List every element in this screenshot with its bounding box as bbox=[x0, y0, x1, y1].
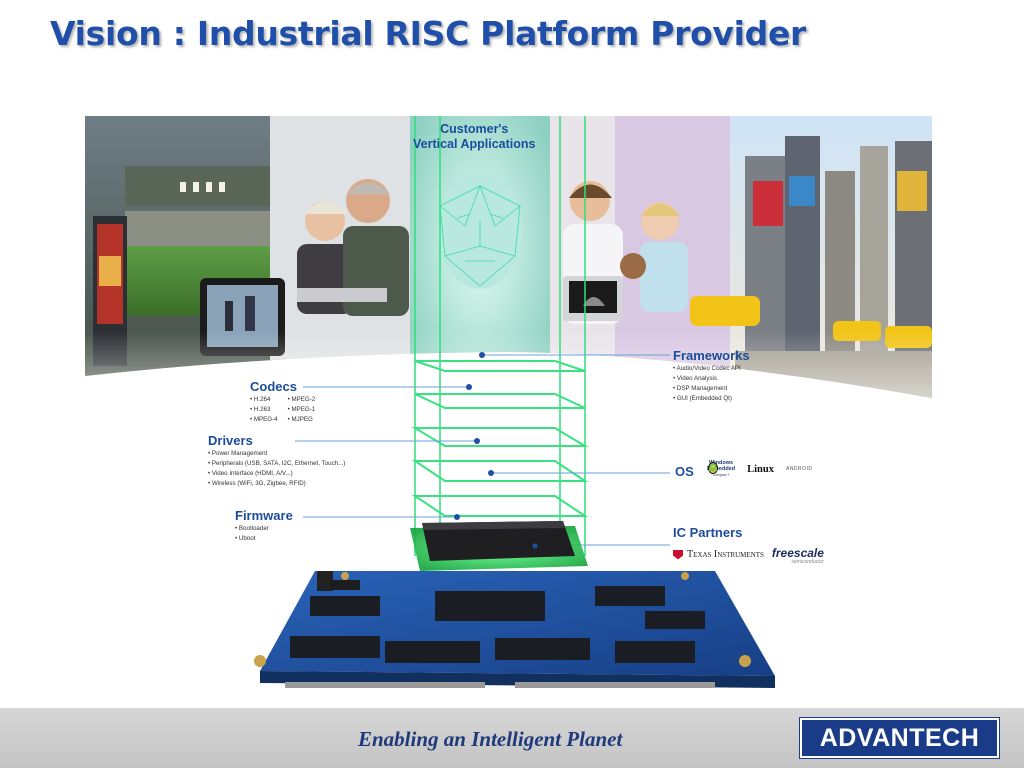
center-label: Customer's Vertical Applications bbox=[413, 122, 536, 152]
linux-logo: Linux bbox=[708, 462, 774, 475]
ti-icon bbox=[673, 549, 683, 560]
codec-item: MJPEG bbox=[288, 415, 316, 425]
windows-line3: Compact 7 bbox=[712, 473, 730, 477]
frameworks-block: Frameworks Audio/Video Codec API Video A… bbox=[673, 348, 750, 404]
codecs-col2: MPEG-2 MPEG-1 MJPEG bbox=[288, 395, 316, 425]
codec-item: H.264 bbox=[250, 395, 278, 405]
drivers-block: Drivers Power Management Peripherals (US… bbox=[208, 433, 345, 489]
main-chip bbox=[410, 521, 588, 571]
circuit-board bbox=[254, 571, 775, 688]
codec-item: MPEG-1 bbox=[288, 405, 316, 415]
drivers-item: Power Management bbox=[208, 449, 345, 459]
frameworks-item: Video Analysis bbox=[673, 374, 750, 384]
frameworks-item: GUI (Embedded Qt) bbox=[673, 394, 750, 404]
connector-lines bbox=[295, 354, 670, 546]
os-logos: Windows Embedded Compact 7 Linux ANDROID bbox=[707, 460, 813, 478]
platform-graphic: Customer's Vertical Applications Framewo… bbox=[85, 116, 932, 702]
firmware-item: Uboot bbox=[235, 534, 293, 544]
os-title: OS bbox=[675, 464, 694, 479]
platform-illustration bbox=[85, 116, 932, 688]
codec-item: MPEG-4 bbox=[250, 415, 278, 425]
frameworks-title: Frameworks bbox=[673, 348, 750, 363]
windows-line1: Windows bbox=[709, 460, 734, 466]
slide-title: Vision : Industrial RISC Platform Provid… bbox=[50, 14, 807, 53]
connector-dots bbox=[454, 352, 538, 548]
drivers-item: Video Interface (HDMI, A/V...) bbox=[208, 469, 345, 479]
freescale-sub: semiconductor bbox=[791, 559, 824, 565]
android-logo: ANDROID bbox=[709, 463, 813, 472]
ic-partners-block: IC Partners Texas Instruments freescale … bbox=[673, 525, 824, 565]
codecs-title: Codecs bbox=[250, 379, 297, 394]
footer-tagline: Enabling an Intelligent Planet bbox=[358, 727, 623, 751]
firmware-item: Bootloader bbox=[235, 524, 293, 534]
firmware-list: Bootloader Uboot bbox=[235, 524, 293, 544]
drivers-item: Peripherals (USB, SATA, I2C, Ethernet, T… bbox=[208, 459, 345, 469]
firmware-block: Firmware Bootloader Uboot bbox=[235, 508, 293, 544]
ic-partners-title: IC Partners bbox=[673, 525, 743, 540]
codecs-col1: H.264 H.263 MPEG-4 bbox=[250, 395, 278, 425]
advantech-logo: ADVANTECH bbox=[799, 717, 1000, 759]
center-label-line1: Customer's bbox=[440, 122, 509, 136]
android-icon bbox=[709, 463, 717, 472]
texas-instruments-logo: Texas Instruments bbox=[673, 549, 764, 560]
footer-bar: Enabling an Intelligent Planet ADVANTECH bbox=[0, 708, 1024, 768]
frameworks-item: DSP Management bbox=[673, 384, 750, 394]
codecs-block: Codecs H.264 H.263 MPEG-4 MPEG-2 MPEG-1 … bbox=[250, 379, 315, 425]
freescale-logo: freescale semiconductor bbox=[772, 544, 824, 565]
freescale-text: freescale bbox=[771, 546, 824, 560]
codec-item: MPEG-2 bbox=[288, 395, 316, 405]
logo-text: ADVANTECH bbox=[819, 723, 980, 752]
frameworks-item: Audio/Video Codec API bbox=[673, 364, 750, 374]
center-label-line2: Vertical Applications bbox=[413, 137, 536, 151]
firmware-title: Firmware bbox=[235, 508, 293, 523]
windows-embedded-logo: Windows Embedded Compact 7 bbox=[707, 460, 735, 478]
frameworks-list: Audio/Video Codec API Video Analysis DSP… bbox=[673, 364, 750, 404]
layer-stack bbox=[411, 116, 589, 556]
linux-text: Linux bbox=[747, 463, 774, 475]
android-text: ANDROID bbox=[785, 466, 813, 472]
drivers-list: Power Management Peripherals (USB, SATA,… bbox=[208, 449, 345, 489]
drivers-item: Wireless (WiFi, 3G, Zigbee, RFID) bbox=[208, 479, 345, 489]
windows-line2: Embedded bbox=[707, 466, 736, 472]
ti-text: Texas Instruments bbox=[687, 549, 764, 560]
drivers-title: Drivers bbox=[208, 433, 253, 448]
codec-item: H.263 bbox=[250, 405, 278, 415]
